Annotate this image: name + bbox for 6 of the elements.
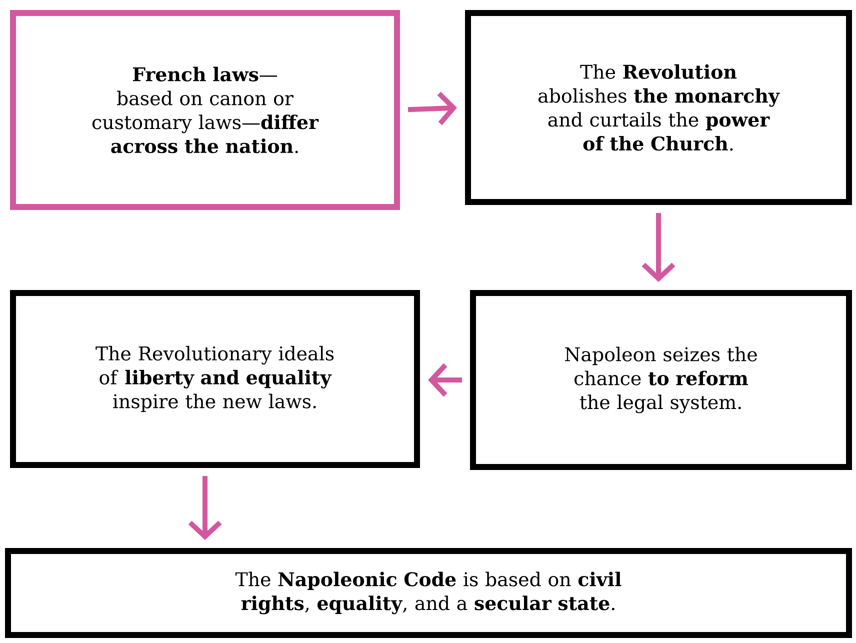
- process-box: The Revolutionary ideals of liberty and equality inspire the new laws.: [10, 290, 420, 468]
- process-box: The Revolution abolishes the monarchy and curtails the power of the Church.: [465, 10, 852, 205]
- result-box: The Napoleonic Code is based on civil rights, equality, and a secular state.: [5, 548, 852, 638]
- start-box: French laws—based on canon or customary laws—differ across the nation.: [10, 10, 400, 210]
- process-box: Napoleon seizes the chance to reform the legal system.: [470, 290, 852, 470]
- arrow: [642, 213, 676, 282]
